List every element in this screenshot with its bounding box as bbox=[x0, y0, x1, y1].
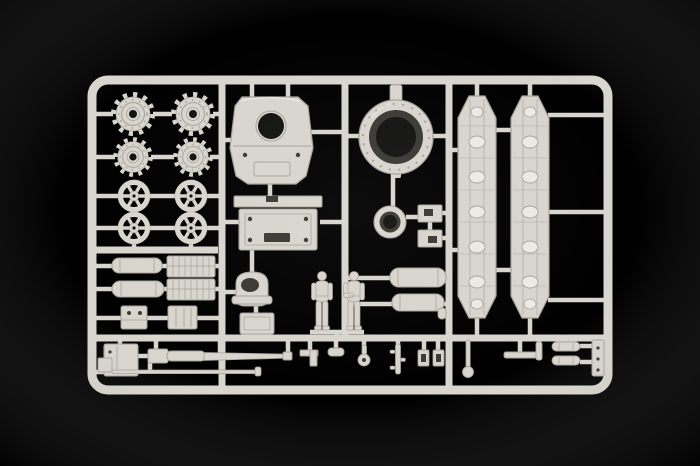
photo-canvas: Photograph of a light grey plastic model… bbox=[0, 0, 700, 466]
photo-vignette bbox=[0, 0, 700, 466]
sprue-photo: Photograph of a light grey plastic model… bbox=[0, 0, 700, 466]
